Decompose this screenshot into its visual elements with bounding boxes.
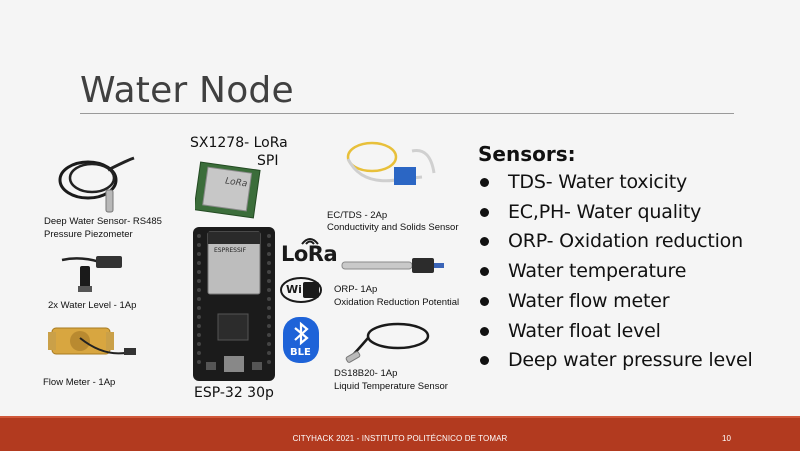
lora-module-caption-1: SX1278- LoRa <box>190 135 288 151</box>
sensors-list: TDS- Water toxicity EC,PH- Water quality… <box>478 168 798 376</box>
lora-module-caption-2: SPI <box>257 153 279 169</box>
wifi-logo-icon <box>280 277 322 303</box>
ds18b20-caption-1: DS18B20- 1Ap <box>334 368 398 379</box>
footer-bar <box>0 418 800 451</box>
list-item: Deep water pressure level <box>478 346 798 376</box>
flow-meter-image <box>48 327 136 355</box>
bullet-icon <box>480 267 489 277</box>
ble-label: BLE <box>290 347 311 358</box>
footer-text: CITYHACK 2021 - INSTITUTO POLITÉCNICO DE… <box>292 434 508 443</box>
sensors-heading: Sensors: <box>478 142 576 166</box>
list-item: EC,PH- Water quality <box>478 198 798 228</box>
deep-water-caption-2: Pressure Piezometer <box>44 229 133 240</box>
bullet-icon <box>480 207 489 217</box>
bullet-icon <box>480 178 489 187</box>
list-item: TDS- Water toxicity <box>478 168 798 198</box>
sensors-panel: Sensors: TDS- Water toxicity EC,PH- Wate… <box>478 142 798 376</box>
list-item: Water float level <box>478 317 798 347</box>
bullet-icon <box>480 356 489 366</box>
title-divider <box>80 113 734 114</box>
bullet-icon <box>480 326 489 336</box>
bluetooth-icon <box>283 317 319 363</box>
esp32-board-image <box>193 227 275 381</box>
footer-accent-line <box>0 416 800 419</box>
orp-probe-image <box>341 258 444 273</box>
deep-water-sensor-image <box>58 156 135 213</box>
ec-tds-sensor-image <box>346 141 436 185</box>
ec-tds-caption-2: Conductivity and Solids Sensor <box>327 222 459 233</box>
esp32-caption: ESP-32 30p <box>194 385 274 401</box>
list-item: Water flow meter <box>478 287 798 317</box>
deep-water-caption-1: Deep Water Sensor- RS485 <box>44 216 162 227</box>
lora-module-image <box>195 161 261 219</box>
ds18b20-caption-2: Liquid Temperature Sensor <box>334 381 448 392</box>
orp-caption-1: ORP- 1Ap <box>334 284 378 295</box>
list-item: Water temperature <box>478 257 798 287</box>
lora-signal-icon <box>301 238 319 245</box>
orp-caption-2: Oxidation Reduction Potential <box>334 297 460 308</box>
slide-title: Water Node <box>80 70 294 111</box>
ec-tds-caption-1: EC/TDS - 2Ap <box>327 210 388 221</box>
page-number: 10 <box>722 434 731 443</box>
water-level-sensor-image <box>61 256 122 292</box>
ds18b20-sensor-image <box>345 322 430 363</box>
wifi-logo-text: Wi Fi <box>286 283 318 296</box>
list-item: ORP- Oxidation reduction <box>478 227 798 257</box>
esp-brand-label: ESPRESSIF <box>214 247 247 254</box>
water-level-caption: 2x Water Level - 1Ap <box>48 300 137 311</box>
flow-meter-caption: Flow Meter - 1Ap <box>43 377 116 388</box>
bullet-icon <box>480 237 489 247</box>
bullet-icon <box>480 296 489 306</box>
lora-logo: LoRa <box>281 242 338 266</box>
